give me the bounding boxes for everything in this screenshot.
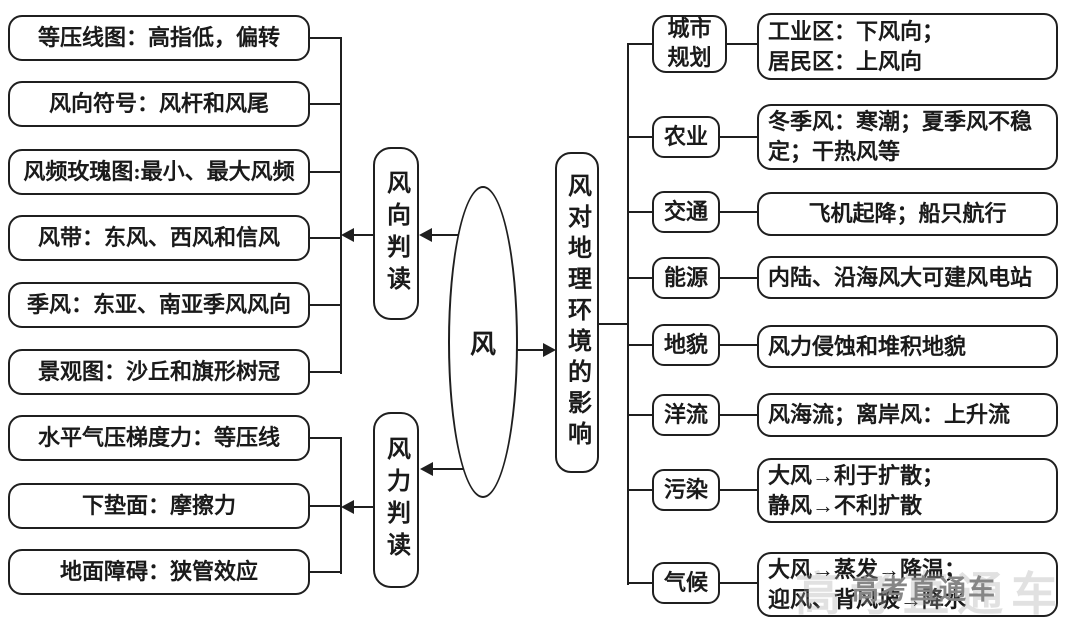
connector-line: [309, 304, 341, 306]
connector-line: [628, 211, 652, 213]
category-landform: 地貌: [652, 324, 720, 366]
hub-wind-force-reading: 风力判读: [373, 412, 419, 588]
connector-line: [719, 414, 757, 416]
arrow-right-icon: [543, 343, 556, 357]
connector-line: [719, 277, 757, 279]
category-ocean-current: 洋流: [652, 394, 720, 436]
connector-line: [309, 571, 341, 573]
arrow-line: [353, 506, 373, 508]
arrow-line: [517, 349, 544, 351]
connector-line: [309, 37, 341, 39]
category-energy: 能源: [652, 257, 720, 299]
detail-pollution: 大风→利于扩散； 静风→不利扩散: [757, 458, 1058, 523]
connector-line: [628, 136, 652, 138]
detail-ocean-current: 风海流；离岸风：上升流: [757, 393, 1058, 437]
node-landscape-view: 景观图：沙丘和旗形树冠: [8, 349, 310, 395]
category-urban-planning: 城市规划: [652, 15, 727, 73]
detail-climate: 大风→蒸发→降温； 迎风、背风坡→降水: [757, 552, 1058, 617]
detail-energy: 内陆、沿海风大可建风电站: [757, 256, 1058, 299]
detail-transportation: 飞机起降；船只航行: [757, 192, 1058, 236]
connector-line: [309, 437, 341, 439]
node-pressure-gradient-force: 水平气压梯度力：等压线: [8, 415, 310, 461]
node-wind-rose: 风频玫瑰图:最小、最大风频: [8, 149, 310, 195]
watermark: 高考直通车: [852, 575, 997, 605]
arrow-line: [353, 234, 373, 236]
connector-line: [628, 43, 652, 45]
category-transportation: 交通: [652, 191, 720, 233]
category-climate: 气候: [652, 562, 720, 604]
connector-line: [719, 582, 757, 584]
connector-line: [309, 103, 341, 105]
category-pollution: 污染: [652, 469, 720, 511]
node-wind-belts: 风带：东风、西风和信风: [8, 215, 310, 261]
connector-line: [309, 505, 341, 507]
bus-line-impacts: [627, 43, 629, 585]
connector-line: [309, 171, 341, 173]
arrow-left-icon: [419, 228, 432, 242]
connector-line: [726, 43, 757, 45]
node-monsoon: 季风：东亚、南亚季风风向: [8, 282, 310, 328]
connector-line: [628, 277, 652, 279]
arrow-line: [431, 234, 458, 236]
arrow-line: [432, 468, 463, 470]
node-isobar-map: 等压线图：高指低，偏转: [8, 15, 310, 61]
arrow-left-icon: [420, 462, 433, 476]
hub-wind-impact-on-environment: 风对地理环境的影响: [555, 152, 599, 473]
center-node-label: 风: [469, 329, 496, 359]
connector-line: [309, 371, 341, 373]
detail-urban-planning: 工业区：下风向； 居民区：上风向: [757, 13, 1058, 80]
detail-landform: 风力侵蚀和堆积地貌: [757, 325, 1058, 368]
hub-wind-direction-reading: 风向判读: [373, 147, 419, 320]
connector-line: [719, 489, 757, 491]
node-ground-obstacle: 地面障碍：狭管效应: [8, 549, 310, 595]
connector-line: [628, 344, 652, 346]
connector-line: [598, 323, 629, 325]
connector-line: [719, 344, 757, 346]
watermark-faint: 高考直通车: [795, 569, 1065, 620]
node-underlying-surface: 下垫面：摩擦力: [8, 483, 310, 529]
detail-agriculture: 冬季风：寒潮；夏季风不稳定；干热风等: [757, 104, 1058, 170]
connector-line: [719, 136, 757, 138]
bus-line-wind-direction: [340, 37, 342, 374]
connector-line: [628, 582, 652, 584]
arrow-left-icon: [341, 500, 354, 514]
connector-line: [628, 414, 652, 416]
connector-line: [628, 489, 652, 491]
node-wind-symbol: 风向符号：风杆和风尾: [8, 81, 310, 127]
category-agriculture: 农业: [652, 116, 720, 158]
connector-line: [719, 211, 757, 213]
arrow-left-icon: [341, 228, 354, 242]
center-node-wind: 风: [448, 186, 518, 498]
connector-line: [309, 237, 341, 239]
